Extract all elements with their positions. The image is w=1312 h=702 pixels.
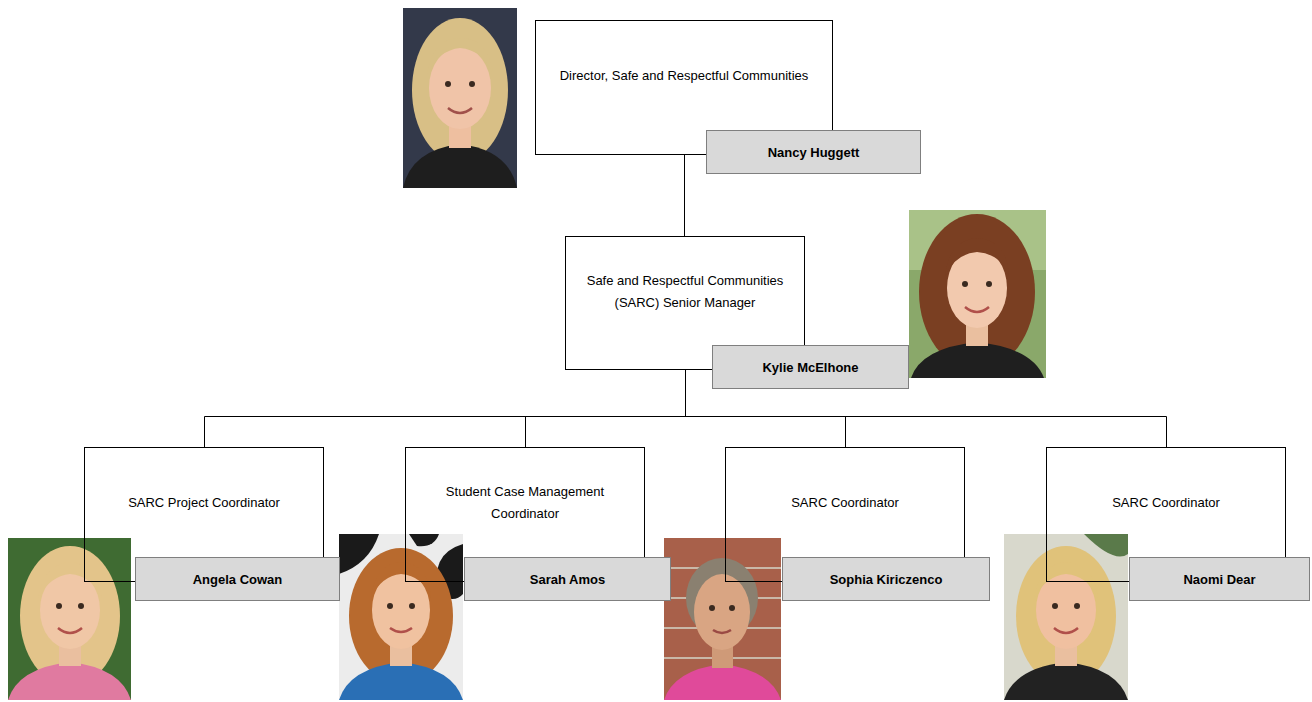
role-box: SARC CoordinatorNaomi Dear [1046,447,1286,582]
role-box: Safe and Respectful Communities (SARC) S… [565,236,805,370]
person-name: Kylie McElhone [762,360,858,375]
portrait-photo [1004,534,1128,700]
person-name: Angela Cowan [193,572,283,587]
person-name: Sophia Kiriczenco [830,572,943,587]
name-tab: Kylie McElhone [712,345,909,389]
name-tab: Nancy Huggett [706,130,921,174]
portrait-photo [909,210,1046,378]
reporting-line [684,155,685,236]
reporting-line [526,370,686,447]
role-title: Student Case Management Coordinator [435,481,615,525]
title-area: Safe and Respectful Communities (SARC) S… [566,237,804,346]
title-area: SARC Project Coordinator [85,448,323,558]
portrait-photo [403,8,517,188]
person-name: Naomi Dear [1183,572,1255,587]
connector-path [205,370,686,447]
name-tab: Sarah Amos [464,557,671,601]
role-box: SARC CoordinatorSophia Kiriczenco [725,447,965,582]
title-area: Student Case Management Coordinator [406,448,644,558]
name-tab: Angela Cowan [135,557,340,601]
role-box: SARC Project CoordinatorAngela Cowan [84,447,324,582]
role-title: SARC Coordinator [1066,492,1266,514]
person-name: Nancy Huggett [768,145,860,160]
connector-path [526,370,686,447]
role-title: SARC Project Coordinator [104,492,304,514]
role-box: Director, Safe and Respectful Communitie… [535,20,833,155]
reporting-line [205,370,686,447]
person-name: Sarah Amos [530,572,605,587]
title-area: SARC Coordinator [1047,448,1285,558]
portrait-photo [664,538,781,700]
portrait-photo [8,538,131,700]
name-tab: Sophia Kiriczenco [782,557,990,601]
name-tab: Naomi Dear [1129,557,1310,601]
role-title: Safe and Respectful Communities (SARC) S… [578,270,793,314]
title-area: SARC Coordinator [726,448,964,558]
title-area: Director, Safe and Respectful Communitie… [536,21,832,131]
connector-path [684,155,685,236]
role-title: SARC Coordinator [745,492,945,514]
role-box: Student Case Management CoordinatorSarah… [405,447,645,582]
portrait-photo [339,534,463,700]
role-title: Director, Safe and Respectful Communitie… [544,65,824,87]
